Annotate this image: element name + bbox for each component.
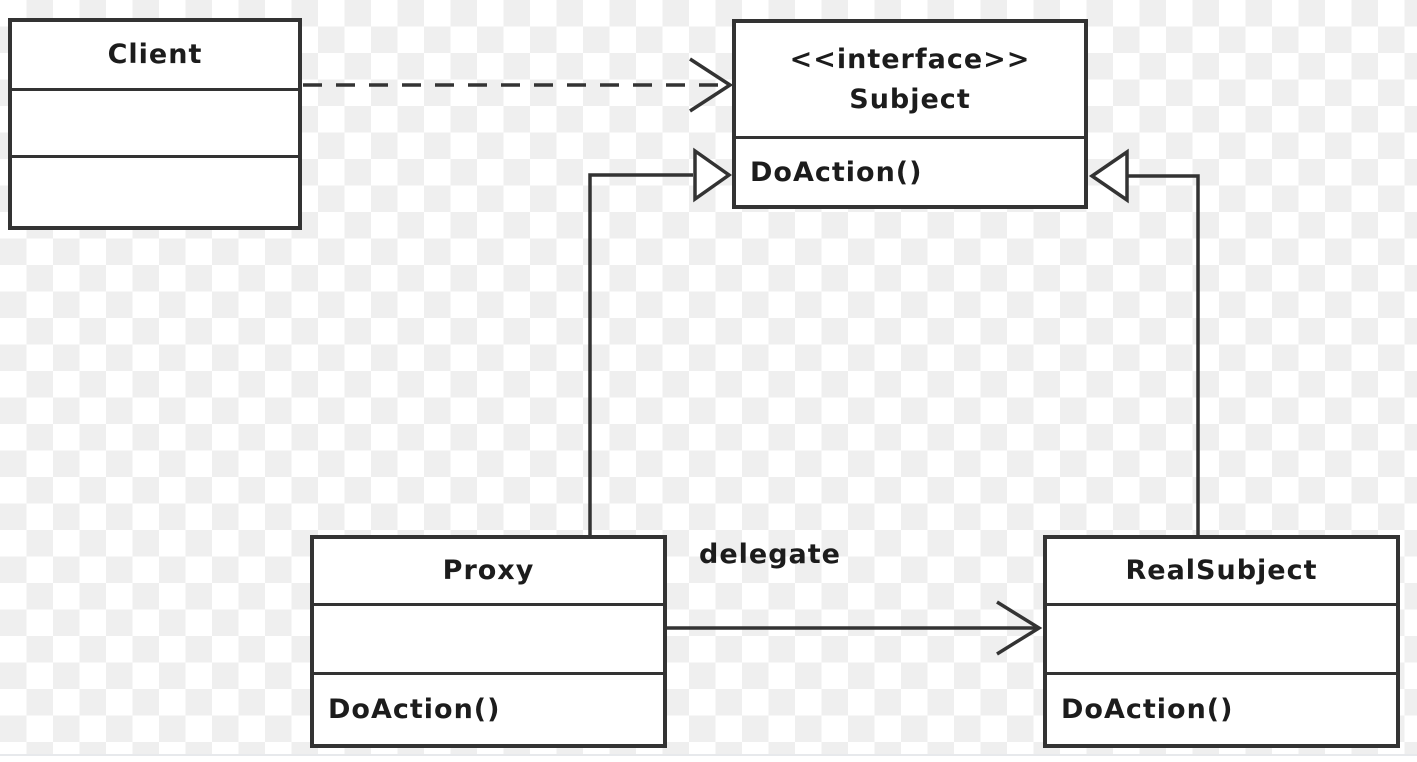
class-client-name: Client [107,39,203,71]
interface-subject-header: <<interface>> Subject [736,23,1084,136]
class-box-realsubject: RealSubject DoAction() [1043,535,1400,748]
class-realsubject-attributes-compartment [1047,603,1396,672]
association-open-arrowhead-icon [996,600,1043,656]
class-realsubject-name: RealSubject [1125,555,1318,587]
interface-subject-name: Subject [849,83,971,115]
interface-subject-stereotype: <<interface>> [789,44,1031,76]
class-client-operations-compartment [12,155,298,226]
class-client-attributes-compartment [12,88,298,155]
class-proxy-method: DoAction() [314,672,663,744]
interface-subject-method: DoAction() [736,136,1084,205]
class-box-client: Client [8,18,302,230]
delegate-edge-label: delegate [699,539,841,570]
class-realsubject-method: DoAction() [1047,672,1396,744]
realization-realsubject-hollow-triangle-icon [1088,148,1129,204]
realization-realsubject-subject-line [1128,174,1200,535]
class-proxy-attributes-compartment [314,603,663,672]
class-box-proxy: Proxy DoAction() [310,535,667,748]
interface-box-subject: <<interface>> Subject DoAction() [732,19,1088,209]
class-proxy-name: Proxy [442,555,535,587]
realization-proxy-subject-line [588,173,693,535]
bottom-divider [0,754,1417,762]
dependency-open-arrowhead-icon [689,57,734,113]
realization-proxy-hollow-triangle-icon [693,147,733,203]
